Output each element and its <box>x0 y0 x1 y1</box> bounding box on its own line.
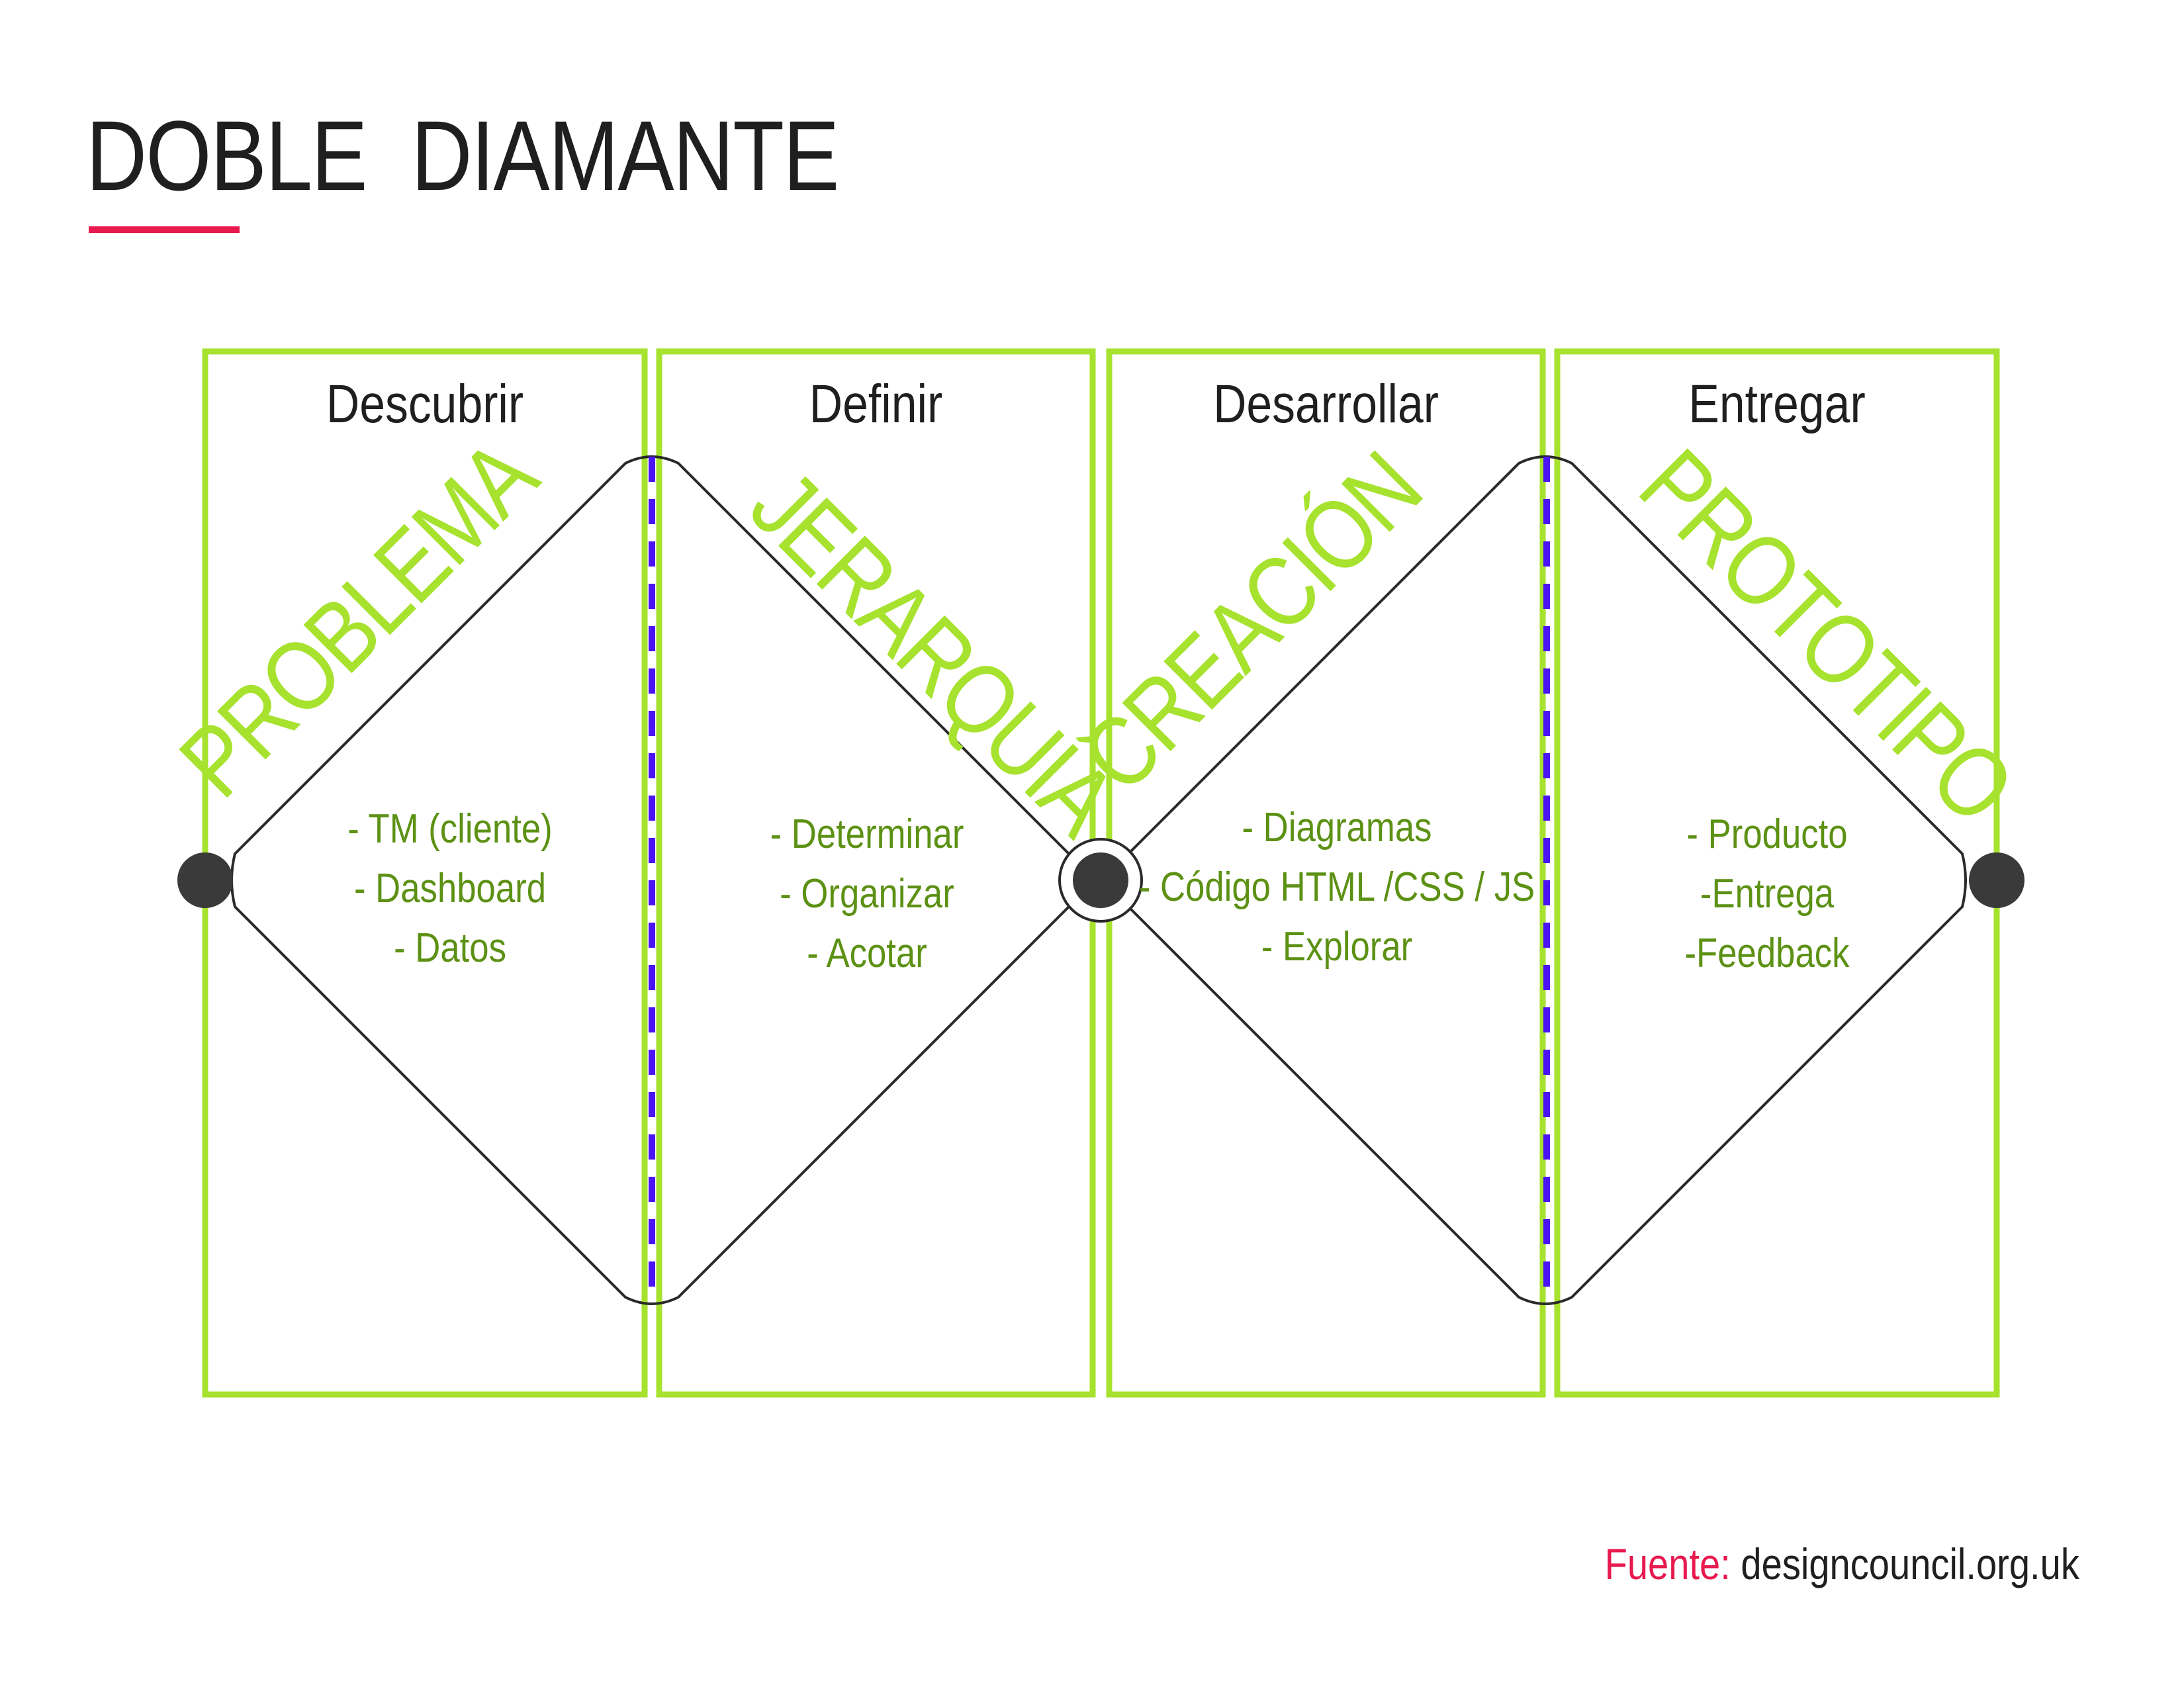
list-item: - Datos <box>394 925 506 971</box>
source-credit: Fuente: designcouncil.org.uk <box>1605 1542 2079 1586</box>
list-item: - Explorar <box>1261 924 1413 970</box>
phase-title-entregar: Entregar <box>1688 374 1866 434</box>
list-item: -Entrega <box>1700 871 1835 917</box>
phase-title-definir: Definir <box>809 374 943 434</box>
list-item: - Determinar <box>770 811 964 857</box>
title-underline <box>89 226 240 233</box>
end-node <box>1969 852 2025 908</box>
list-item: - Diagramas <box>1242 805 1432 850</box>
page-title: DOBLE DIAMANTE <box>86 100 839 211</box>
list-item: - Dashboard <box>353 866 547 911</box>
list-item: - Producto <box>1686 811 1848 857</box>
phase-title-descubrir: Descubrir <box>326 374 524 434</box>
list-item: - Código HTML /CSS / JS <box>1138 864 1535 910</box>
list-item: - TM (cliente) <box>347 806 553 852</box>
start-node <box>177 852 233 908</box>
middle-node <box>1073 852 1128 908</box>
list-definir: - Determinar - Organizar - Acotar <box>727 805 1008 983</box>
list-desarrollar: - Diagramas - Código HTML /CSS / JS - Ex… <box>1134 798 1539 977</box>
source-link[interactable]: designcouncil.org.uk <box>1741 1539 2079 1588</box>
phase-title-desarrollar: Desarrollar <box>1213 374 1439 434</box>
list-entregar: - Producto -Entrega -Feedback <box>1627 805 1908 983</box>
list-descubrir: - TM (cliente) - Dashboard - Datos <box>310 800 591 978</box>
source-label: Fuente: <box>1604 1539 1731 1588</box>
list-item: - Acotar <box>807 931 927 976</box>
list-item: -Feedback <box>1684 931 1850 976</box>
list-item: - Organizar <box>780 871 954 917</box>
